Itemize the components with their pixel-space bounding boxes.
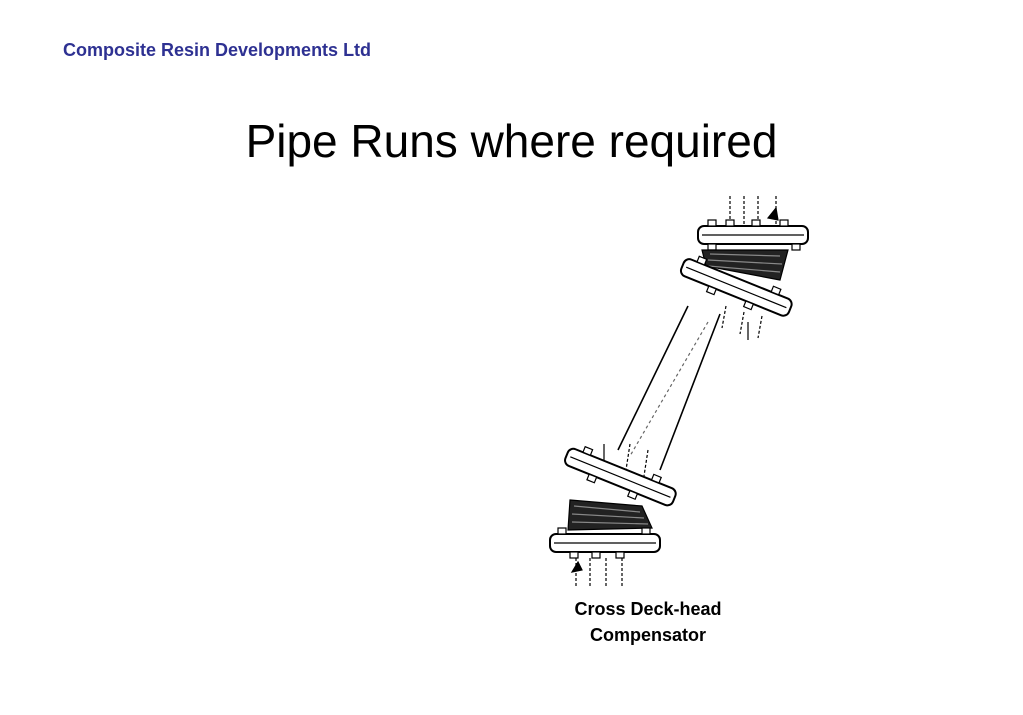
figure-caption: Cross Deck-head Compensator [548, 596, 748, 648]
caption-line-1: Cross Deck-head [574, 599, 722, 619]
caption-line-2: Compensator [589, 625, 706, 645]
slide-title: Pipe Runs where required [245, 115, 778, 167]
compensator-drawing-icon [549, 196, 809, 586]
company-name: Composite Resin Developments Ltd [63, 40, 372, 60]
